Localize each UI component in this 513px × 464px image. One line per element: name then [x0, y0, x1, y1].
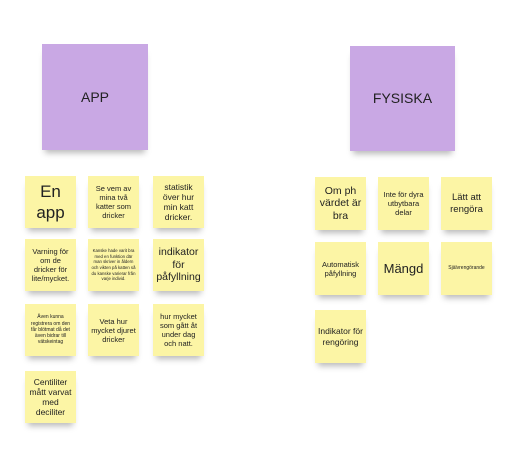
sticky-note-text: Mängd [383, 260, 424, 276]
sticky-note-text: Se vem av mina två katter som dricker [95, 184, 132, 220]
header-note-app-label: APP [80, 88, 109, 105]
sticky-note-text: Lätt att rengöra [450, 192, 483, 215]
sticky-note-text: indikator för påfyllning [156, 246, 201, 284]
sticky-note[interactable]: Lätt att rengöra [441, 177, 492, 230]
sticky-note[interactable]: hur mycket som gått åt under dag och nat… [153, 304, 204, 356]
sticky-note[interactable]: Automatisk påfyllning [315, 242, 366, 295]
sticky-note[interactable]: Veta hur mycket djuret dricker [88, 304, 139, 356]
sticky-note[interactable]: Inte för dyra utbytbara delar [378, 177, 429, 230]
sticky-note-text: Veta hur mycket djuret dricker [91, 316, 136, 344]
sticky-note-text: Kanske hade varit bra med en funktion dä… [91, 248, 136, 282]
sticky-note[interactable]: indikator för påfyllning [153, 239, 204, 291]
sticky-note[interactable]: Se vem av mina två katter som dricker [88, 176, 139, 228]
header-note-fysiska-label: FYSISKA [372, 90, 433, 107]
sticky-note[interactable]: Självrengörande [441, 242, 492, 295]
sticky-note-text: En app [36, 181, 65, 222]
sticky-note[interactable]: Varning för om de dricker för lite/mycke… [25, 239, 76, 291]
sticky-note[interactable]: En app [25, 176, 76, 228]
sticky-note[interactable]: Mängd [378, 242, 429, 295]
sticky-note-text: Varning för om de dricker för lite/mycke… [31, 247, 70, 283]
header-note-fysiska[interactable]: FYSISKA [350, 46, 455, 151]
sticky-note[interactable]: Centiliter mått varvat med deciliter [25, 371, 76, 423]
header-note-app[interactable]: APP [42, 44, 148, 150]
sticky-note-text: statistik över hur min katt dricker. [162, 181, 195, 223]
sticky-note-text: Inte för dyra utbytbara delar [383, 190, 424, 217]
sticky-note-text: Självrengörande [448, 265, 485, 272]
sticky-note[interactable]: Kanske hade varit bra med en funktion dä… [88, 239, 139, 291]
sticky-note-text: hur mycket som gått åt under dag och nat… [159, 312, 198, 348]
sticky-note-text: Automatisk påfyllning [321, 259, 360, 278]
sticky-note[interactable]: Indikator för rengöring [315, 310, 366, 363]
sticky-note-text: Indikator för rengöring [318, 326, 363, 347]
sticky-note-text: Om ph värdet är bra [319, 184, 362, 222]
sticky-note-text: Centiliter mått varvat med deciliter [29, 376, 72, 418]
sticky-note-text: Även kunna registrera om den får blötmat… [30, 314, 71, 346]
sticky-note[interactable]: statistik över hur min katt dricker. [153, 176, 204, 228]
sticky-note[interactable]: Om ph värdet är bra [315, 177, 366, 230]
sticky-note[interactable]: Även kunna registrera om den får blötmat… [25, 304, 76, 356]
